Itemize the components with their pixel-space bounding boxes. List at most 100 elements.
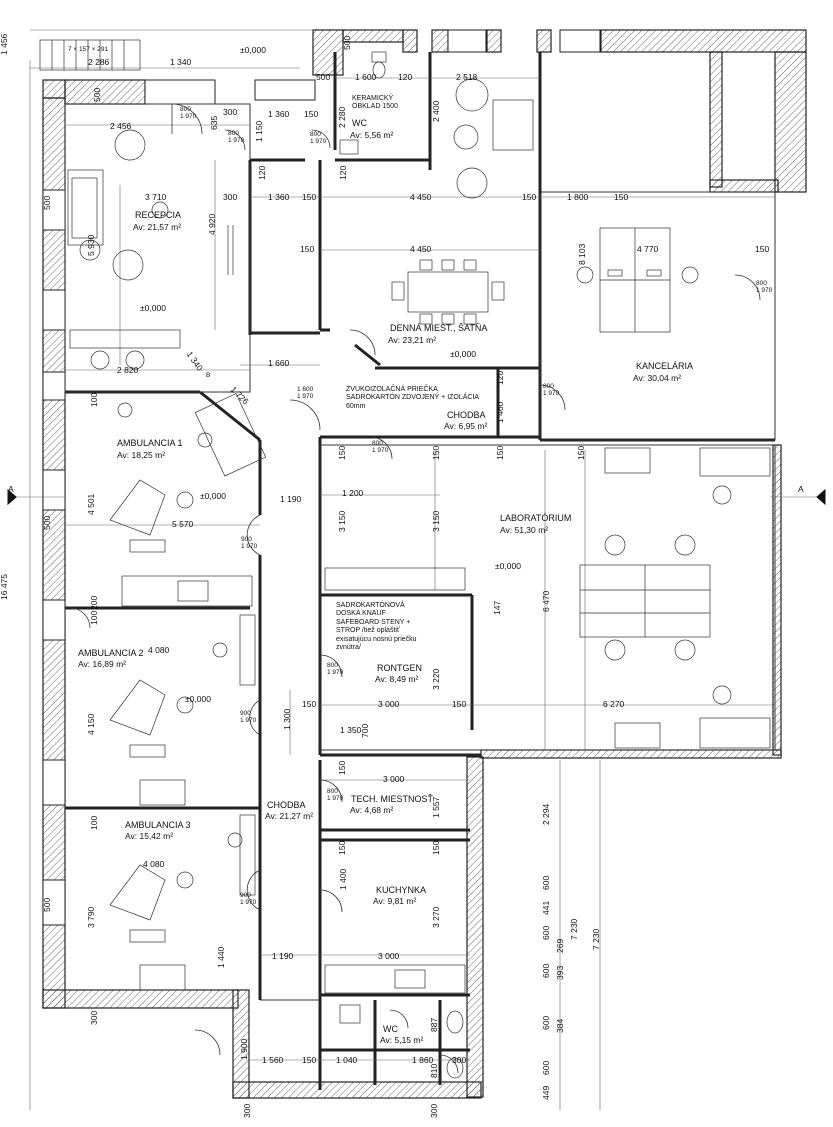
- wall-right-bottom-vert: [466, 756, 484, 1098]
- section-markers: [7, 488, 826, 506]
- dim-150i: 150: [495, 445, 505, 460]
- dim-150h: 150: [431, 445, 441, 460]
- dim-8103: 8 103: [577, 243, 587, 265]
- level-5: ±0,000: [495, 561, 521, 571]
- dim-1200: 1 200: [342, 488, 364, 498]
- dim-150l: 150: [452, 699, 467, 709]
- room-name-tech: TECH. MIESTNOSŤ: [351, 794, 434, 804]
- dim-150j: 150: [576, 445, 586, 460]
- note-sadrokarton: SADROKARTÓNOVÁ DOSKA KNAUF SAFEBOARD STE…: [336, 602, 417, 651]
- room-name-wc-bottom: WC: [383, 1024, 398, 1034]
- dim-147: 147: [492, 600, 502, 615]
- dim-150b: 150: [302, 192, 317, 202]
- dim-384: 384: [555, 1018, 565, 1033]
- dim-150n: 150: [337, 840, 347, 855]
- dim-5570: 5 570: [172, 519, 194, 529]
- dim-500c: 500: [92, 87, 102, 102]
- room-area-rontgen: Av: 8,49 m²: [375, 674, 419, 684]
- lab-furniture: [324, 447, 771, 749]
- dim-4770: 4 770: [637, 244, 659, 254]
- dim-200: 200: [89, 595, 99, 610]
- dim-1440: 1 440: [216, 946, 226, 968]
- section-a-left: A: [8, 484, 14, 494]
- wall-top-7: [342, 29, 404, 43]
- level-1: ±0,000: [240, 45, 266, 55]
- wall-top-3: [431, 29, 449, 53]
- wall-top-left: [312, 29, 344, 76]
- room-area-laboratorium: Av: 51,30 m²: [500, 525, 549, 535]
- dim-1660: 1 660: [268, 358, 290, 368]
- wc-top-fixtures: [339, 51, 387, 155]
- dim-300f: 300: [429, 1103, 439, 1118]
- dim-100d: 100: [89, 815, 99, 830]
- dim-1860: 1 860: [412, 1055, 434, 1065]
- dim-600e: 600: [541, 1060, 551, 1075]
- room-name-denna: DENNÁ MIEST., ŠATŇA: [390, 323, 488, 333]
- kitchen-furniture: [324, 964, 466, 1079]
- wall-lab-bottom: [480, 749, 782, 759]
- dim-269: 269: [555, 938, 565, 953]
- dim-449: 449: [541, 1085, 551, 1100]
- dim-441: 441: [541, 900, 551, 915]
- dim-120b: 120: [257, 165, 267, 180]
- dim-600d: 600: [541, 1015, 551, 1030]
- wall-top-2: [402, 29, 418, 53]
- dim-150p: 150: [302, 1055, 317, 1065]
- dim-3790: 3 790: [86, 906, 96, 928]
- room-area-chodba-top: Av: 6,95 m²: [444, 421, 488, 431]
- dim-150a: 150: [304, 109, 319, 119]
- wall-left-bottom-vert: [232, 989, 250, 1099]
- dim-120d: 120: [495, 370, 505, 385]
- dim-700: 700: [360, 723, 370, 738]
- ambulance-1-furniture: [109, 393, 267, 607]
- dim-1040: 1 040: [336, 1055, 358, 1065]
- dim-150e: 150: [300, 244, 315, 254]
- dim-150m: 150: [337, 760, 347, 775]
- dim-1560: 1 560: [262, 1055, 284, 1065]
- room-area-denna: Av: 23,21 m²: [388, 335, 437, 345]
- dimension-lines: [10, 29, 820, 1110]
- room-area-recepcia: Av: 21,57 m²: [133, 222, 182, 232]
- dim-600a: 600: [541, 875, 551, 890]
- wall-top-4: [486, 29, 502, 53]
- note-stairs: 7 × 157 × 291: [68, 46, 109, 53]
- room-name-chodba-top: CHODBA: [447, 410, 486, 420]
- dim-2294: 2 294: [541, 803, 551, 825]
- room-name-amb3: AMBULANCIA 3: [125, 820, 191, 830]
- wall-bottom-left: [42, 989, 239, 1009]
- dim-600b: 600: [541, 925, 551, 940]
- dim-1360b: 1 360: [268, 192, 290, 202]
- dim-16475: 16 475: [0, 574, 9, 600]
- dim-1340: 1 340: [170, 57, 192, 67]
- interior-walls: [65, 52, 775, 1090]
- stairs: [39, 39, 141, 71]
- dim-3000c: 3 000: [378, 951, 400, 961]
- dim-4450b: 4 450: [410, 244, 432, 254]
- dim-4501: 4 501: [86, 493, 96, 515]
- dim-4150: 4 150: [86, 713, 96, 735]
- dim-500e: 500: [42, 515, 52, 530]
- wall-right-top: [774, 51, 807, 193]
- wall-top-5: [536, 29, 552, 53]
- ambulance-2-furniture: [109, 614, 256, 806]
- dim-1456: 1 456: [0, 33, 9, 55]
- mark-b: B: [206, 372, 211, 379]
- dim-1190b: 1 190: [272, 951, 294, 961]
- room-name-amb2: AMBULANCIA 2: [78, 648, 144, 658]
- dim-150o: 150: [431, 840, 441, 855]
- dim-1300: 1 300: [282, 708, 292, 730]
- dim-2518: 2 518: [456, 72, 478, 82]
- dim-150c: 150: [522, 192, 537, 202]
- note-zvukoizolacna: ZVUKOIZOLAČNÁ PRIEČKA SADROKARTÓN ZDVOJE…: [346, 386, 479, 410]
- note-keramicky: KERAMICKÝ OBKLAD 1500: [352, 95, 398, 111]
- dim-3270: 3 270: [431, 906, 441, 928]
- dim-1557: 1 557: [431, 796, 441, 818]
- dim-150g: 150: [337, 445, 347, 460]
